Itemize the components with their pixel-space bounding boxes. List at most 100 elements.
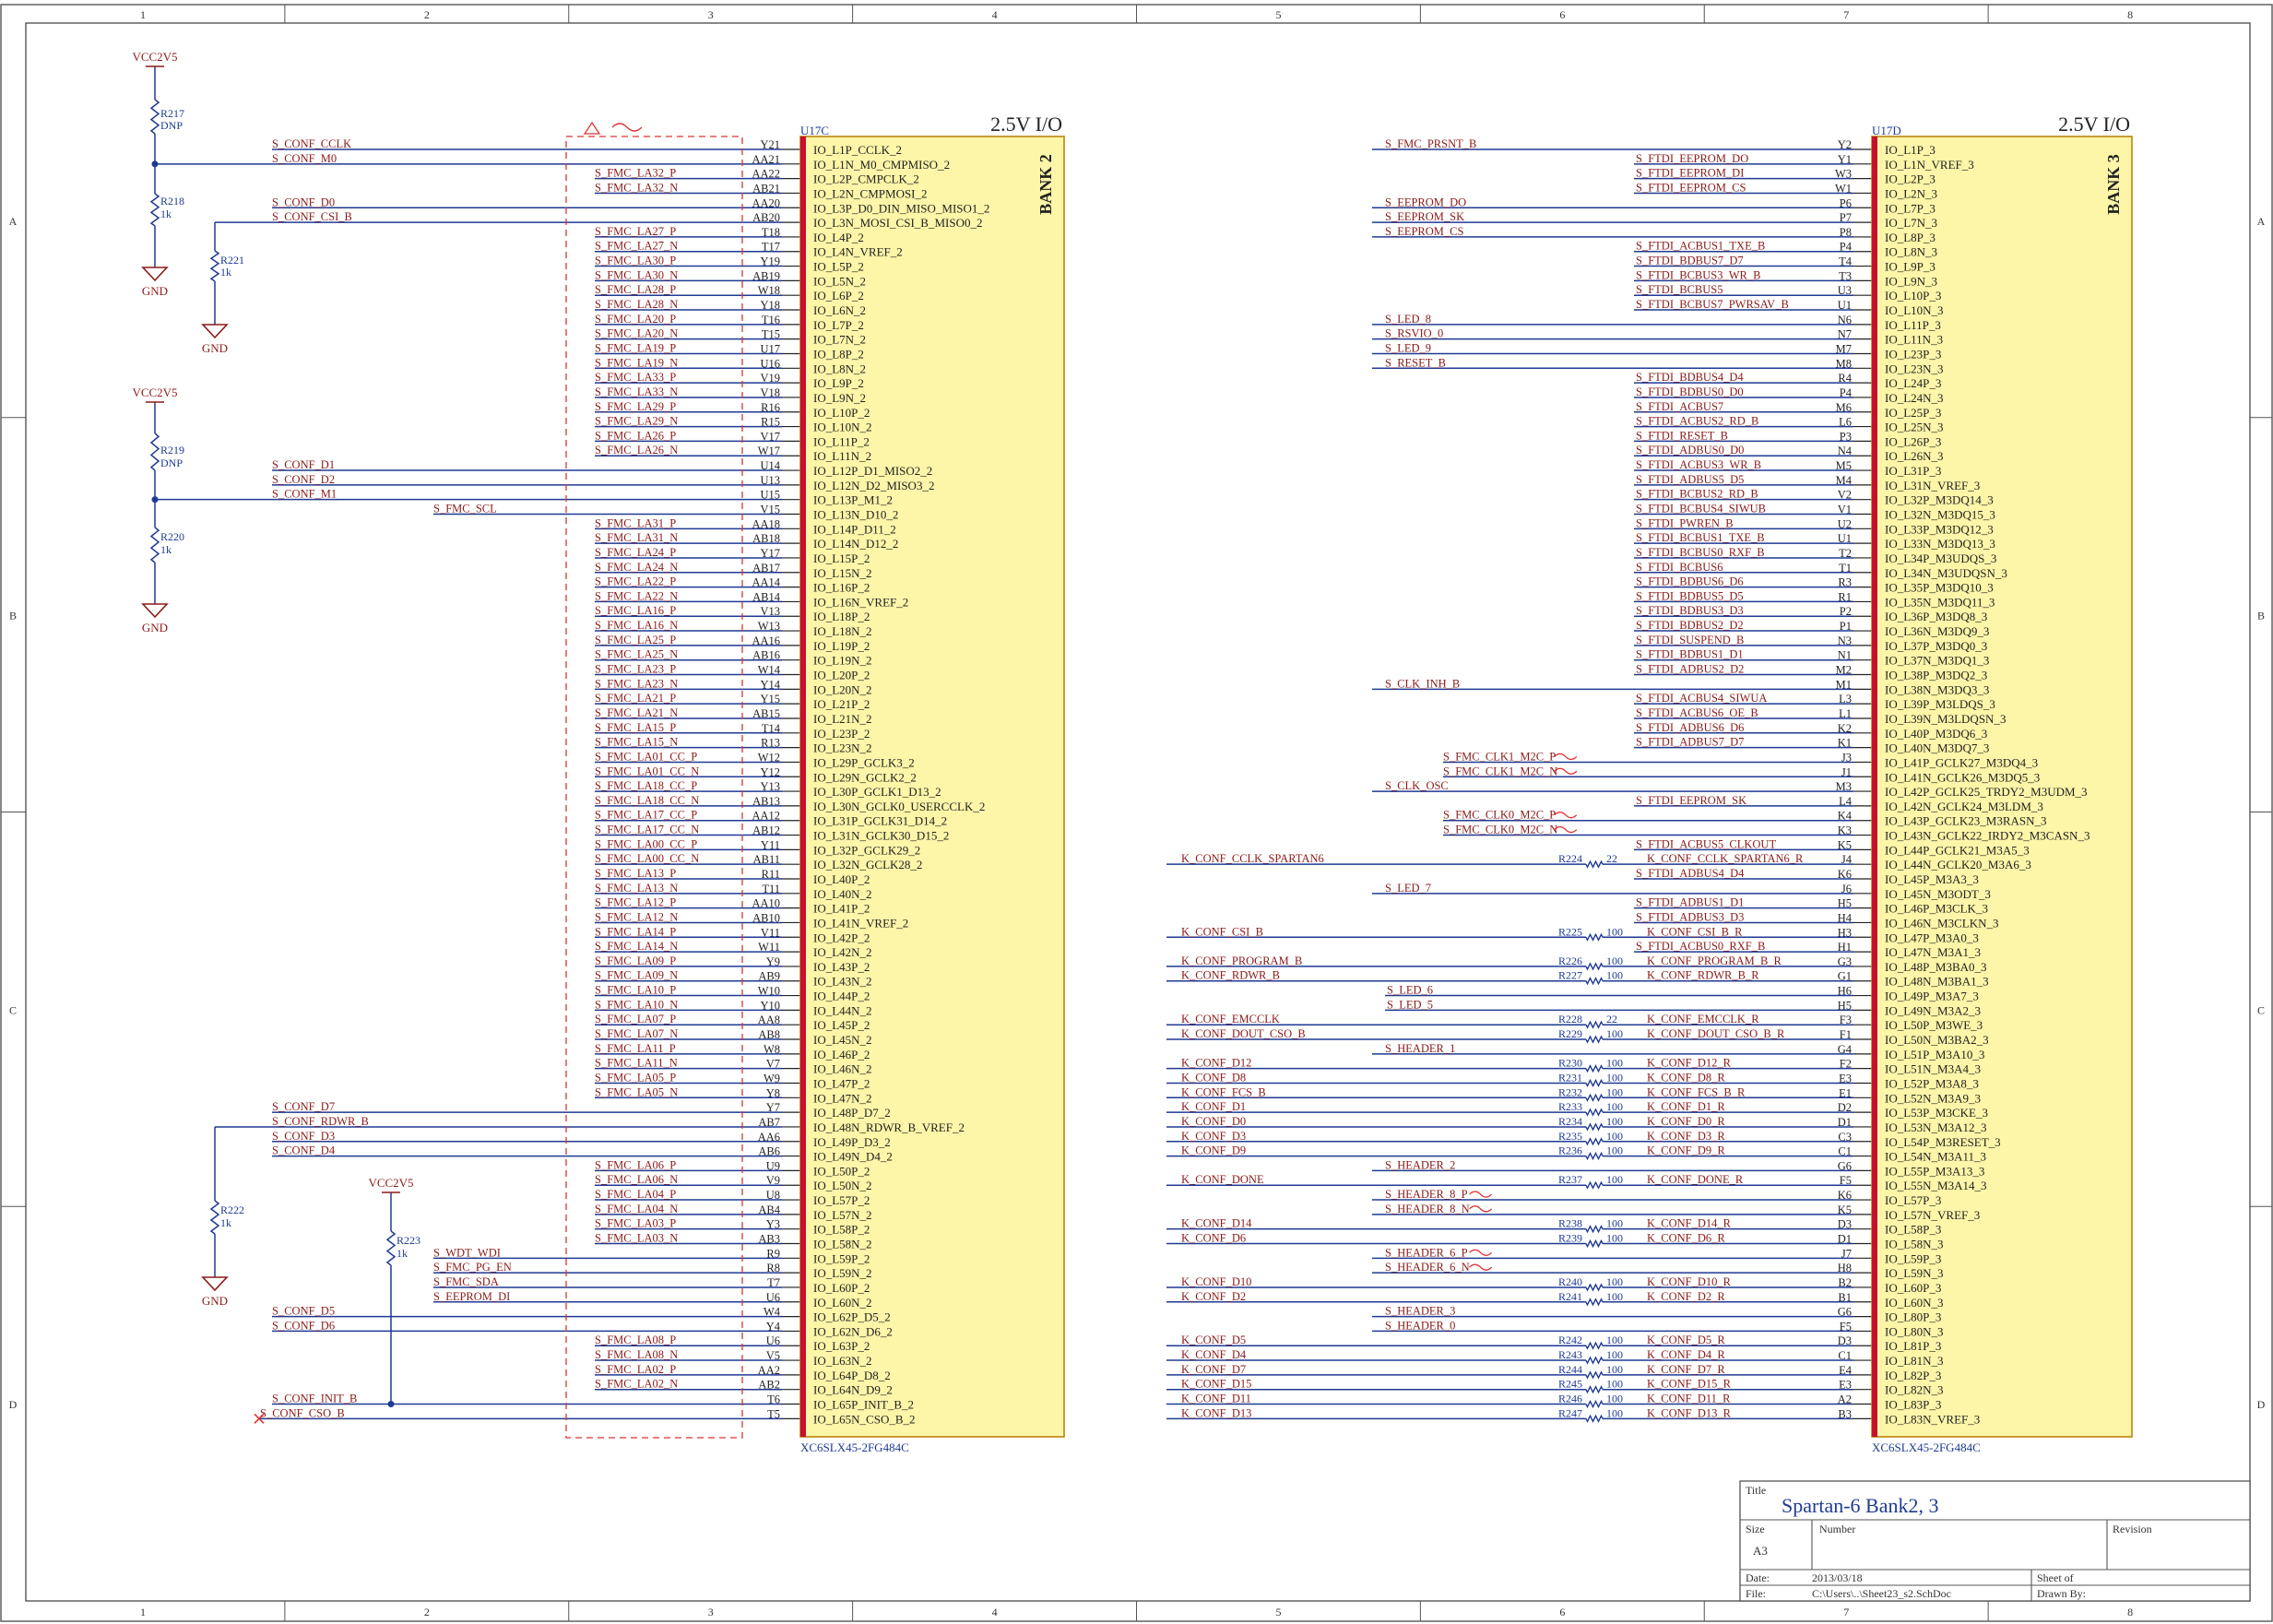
bank3-net-label: S_LED_5: [1387, 998, 1433, 1011]
zone-col-bottom: 3: [708, 1606, 714, 1618]
bank2-net-label: S_FMC_LA00_CC_P: [595, 837, 697, 850]
bank3-net-label: S_FTDI_BDBUS0_D0: [1636, 385, 1744, 398]
bank2-pin-number: U16: [760, 357, 780, 370]
zone-row-right: D: [2257, 1398, 2266, 1411]
tb-number-label: Number: [1819, 1523, 1855, 1535]
bank3-net-label: K_CONF_D12_R: [1647, 1057, 1732, 1070]
bank3-pin-signal: IO_L39N_M3LDQSN_3: [1885, 712, 2006, 726]
series-resistor: [1585, 932, 1604, 942]
bank3-net-label: S_FTDI_EEPROM_DI: [1636, 167, 1744, 180]
bank2-pin-signal: IO_L8P_2: [813, 347, 864, 361]
r217-resistor: [149, 99, 160, 135]
bank3-pin-signal: IO_L53P_M3CKE_3: [1885, 1106, 1988, 1120]
bank2-net-label: S_FMC_LA12_N: [595, 910, 678, 923]
bank3-net-label: S_FTDI_BCBUS4_SIWUB: [1636, 503, 1766, 516]
left-net-label: S_CONF_D5: [272, 1305, 335, 1318]
bank3-pin-signal: IO_L11P_3: [1885, 318, 1941, 332]
diff-pair-marker: [1469, 1263, 1493, 1271]
bank3-pin-number: V2: [1838, 489, 1852, 502]
bank3-pin-number: W1: [1835, 182, 1852, 195]
bank2-pin-number: Y21: [760, 138, 780, 151]
bank2-pin-signal: IO_L60N_2: [813, 1296, 872, 1310]
r220-value: 1k: [160, 543, 172, 556]
bank2-pin-number: W17: [758, 445, 780, 457]
bank3-net-label: K_CONF_D8_R: [1647, 1071, 1725, 1084]
bank3-net-label: S_FTDI_BCBUS0_RXF_B: [1636, 546, 1765, 559]
bank3-pin-number: D3: [1838, 1218, 1852, 1231]
bank2-net-label: S_FMC_LA05_P: [595, 1071, 676, 1084]
bank3-pin-number: P3: [1840, 430, 1852, 443]
bank2-pin-signal: IO_L23P_2: [813, 727, 870, 741]
bank3-pin-number: T3: [1839, 269, 1852, 282]
bank3-pin-number: P2: [1840, 605, 1852, 618]
bank2-pin-number: U9: [766, 1159, 780, 1172]
bank2-pin-number: AB13: [752, 795, 780, 808]
bank2-pin-signal: IO_L19P_2: [813, 639, 870, 653]
bank3-net-label: S_FTDI_EEPROM_CS: [1636, 181, 1746, 194]
bank2-pin-number: AB16: [752, 649, 780, 662]
zone-col-top: 6: [1559, 8, 1565, 21]
bank2-net-label: S_FMC_LA28_N: [595, 298, 678, 311]
bank3-pin-number: D2: [1838, 1101, 1852, 1114]
bank3-net-label: K_CONF_D10_R: [1647, 1275, 1732, 1288]
left-net-label: S_CONF_RDWR_B: [272, 1115, 369, 1128]
bank2-net-label: S_FMC_LA15_N: [595, 736, 678, 749]
bank2-pin-number: U8: [766, 1189, 780, 1202]
bank3-net-label: S_FMC_CLK0_M2C_N: [1443, 824, 1557, 836]
bank3-ext-net-label: K_CONF_D11: [1181, 1393, 1251, 1405]
left-net-label: S_CONF_D2: [272, 473, 335, 486]
series-resistor: [1585, 1414, 1604, 1423]
bank3-pin-number: T2: [1839, 547, 1852, 560]
bank3-net-label: S_FTDI_ACBUS5_CLKOUT: [1636, 837, 1776, 850]
series-resistor-refdes: R242: [1558, 1334, 1582, 1346]
bank3-net-label: K_CONF_D11_R: [1647, 1393, 1731, 1405]
bank3-net-label: K_CONF_FCS_B_R: [1647, 1085, 1746, 1098]
r223-value: 1k: [397, 1247, 408, 1260]
bank2-pin-signal: IO_L48P_D7_2: [813, 1106, 891, 1120]
bank2-pin-signal: IO_L57N_2: [813, 1208, 872, 1222]
bank2-pin-number: Y8: [766, 1086, 780, 1099]
bank3-pin-signal: IO_L33P_M3DQ12_3: [1885, 522, 1994, 536]
series-resistor-refdes: R246: [1558, 1393, 1582, 1405]
diff-pair-marker: [1554, 812, 1578, 819]
bank2-pin-number: Y14: [760, 678, 780, 691]
series-resistor: [1585, 1370, 1604, 1380]
bank3-pin-signal: IO_L26N_3: [1885, 449, 1944, 463]
u17d-body: [1871, 136, 2133, 1438]
bank3-pin-signal: IO_L59N_3: [1885, 1266, 1944, 1280]
bank2-pin-number: U14: [760, 459, 780, 472]
bank2-pin-signal: IO_L50N_2: [813, 1179, 872, 1192]
series-resistor-value: 100: [1606, 1115, 1623, 1128]
bank3-net-label: S_FTDI_BDBUS7_D7: [1636, 255, 1744, 267]
bank2-net-label: S_FMC_LA14_P: [595, 925, 676, 938]
bank2-pin-number: AB19: [752, 269, 780, 282]
left-net-label: S_FMC_PG_EN: [433, 1261, 512, 1274]
bank3-pin-signal: IO_L40P_M3DQ6_3: [1885, 727, 1987, 741]
bank2-net-label: S_FMC_LA29_P: [595, 400, 676, 413]
bank2-pin-signal: IO_L20N_2: [813, 682, 872, 696]
bank2-pin-signal: IO_L42N_2: [813, 945, 872, 959]
bank3-pin-signal: IO_L41P_GCLK27_M3DQ4_3: [1885, 755, 2038, 769]
bank3-pin-signal: IO_L39P_M3LDQS_3: [1885, 697, 1995, 711]
bank3-pin-number: F5: [1840, 1320, 1852, 1333]
bank2-pin-signal: IO_L2N_CMPMOSI_2: [813, 186, 928, 200]
bank3-pin-number: P4: [1840, 241, 1853, 254]
bank3-pin-number: A2: [1838, 1393, 1852, 1406]
bank2-pin-signal: IO_L14N_D12_2: [813, 537, 898, 551]
bank3-net-label: S_FTDI_BCBUS6: [1636, 561, 1723, 574]
tb-file: C:\Users\..\Sheet23_s2.SchDoc: [1812, 1587, 1951, 1600]
bank2-net-label: S_FMC_LA26_P: [595, 429, 676, 442]
bank3-pin-number: T1: [1839, 562, 1852, 575]
fmc-group-box: [565, 136, 743, 1439]
series-resistor-refdes: R229: [1558, 1027, 1582, 1040]
bank2-pin-signal: IO_L19N_2: [813, 654, 872, 668]
series-resistor: [1585, 1035, 1604, 1044]
bank3-net-label: S_FTDI_ADBUS0_D0: [1636, 444, 1744, 456]
vcc2v5-label: VCC2V5: [132, 50, 177, 64]
bank2-net-label: S_FMC_LA22_N: [595, 589, 678, 602]
bank2-pin-signal: IO_L45N_2: [813, 1033, 872, 1047]
bank2-pin-signal: IO_L49P_D3_2: [813, 1135, 891, 1149]
left-net-label: S_CONF_D3: [272, 1130, 335, 1143]
